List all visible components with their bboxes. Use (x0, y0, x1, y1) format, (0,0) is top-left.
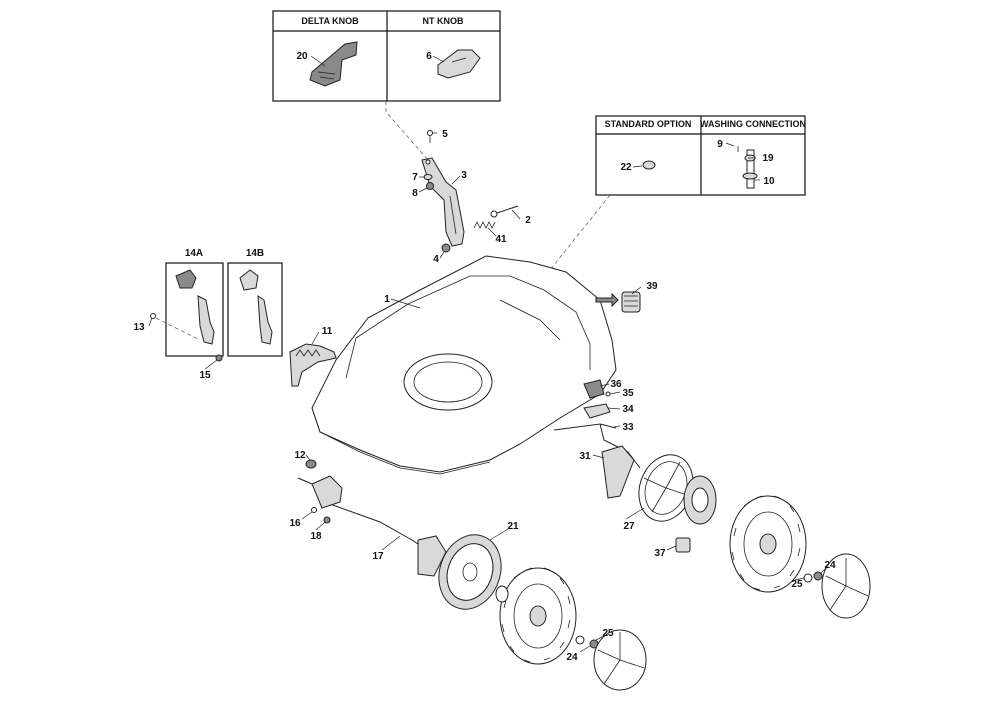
leader-lines (148, 55, 827, 653)
label-34: 34 (622, 404, 634, 415)
label-31: 31 (579, 451, 591, 462)
mulch-plug-part (595, 291, 641, 313)
knob-options-box: DELTA KNOB NT KNOB (272, 10, 501, 102)
label-7: 7 (412, 172, 418, 183)
label-36: 36 (610, 379, 622, 390)
label-14a: 14A (185, 248, 203, 259)
mower-deck-part (311, 255, 617, 475)
cap-plug-part (642, 160, 656, 170)
pin-33 (599, 423, 617, 429)
nut-18 (323, 516, 331, 524)
front-wheel-part (495, 567, 577, 665)
label-11: 11 (322, 326, 333, 337)
pinion-37 (675, 537, 691, 553)
screw-16 (311, 507, 317, 513)
screw-13 (150, 313, 156, 319)
label-22: 22 (620, 162, 632, 173)
label-2: 2 (525, 215, 531, 226)
label-4: 4 (433, 254, 439, 265)
knob-leader-dashed (385, 101, 431, 167)
delta-knob-header: DELTA KNOB (301, 16, 359, 26)
label-12: 12 (294, 450, 306, 461)
hubcap-rear-right (821, 553, 871, 619)
label-18: 18 (310, 531, 322, 542)
label-9: 9 (717, 139, 723, 150)
label-19: 19 (762, 153, 774, 164)
washing-connector-part (742, 149, 758, 189)
nt-knob-header: NT KNOB (423, 16, 464, 26)
washing-connection-header: WASHING CONNECTION (700, 119, 806, 129)
part-labels: 20 6 5 3 7 8 4 2 41 1 39 14A 14B 13 15 1… (133, 51, 836, 663)
bolt-2 (490, 205, 519, 218)
handle-bracket-part (421, 157, 465, 247)
nut-4 (441, 243, 451, 253)
screw-35 (605, 391, 611, 397)
clip-34 (583, 403, 611, 419)
spring-41 (473, 221, 496, 229)
label-25-front: 25 (602, 628, 614, 639)
front-axle-part (297, 475, 447, 577)
label-16: 16 (289, 518, 301, 529)
label-13: 13 (133, 322, 145, 333)
label-14b: 14B (246, 248, 264, 259)
box-14a (165, 262, 224, 357)
label-24-front: 24 (566, 652, 578, 663)
label-41: 41 (495, 234, 507, 245)
label-25-rear: 25 (791, 579, 803, 590)
washer-25-front (575, 635, 585, 645)
label-37: 37 (654, 548, 666, 559)
washer-7 (423, 174, 433, 180)
label-1: 1 (384, 294, 390, 305)
bracket-36 (583, 379, 605, 399)
nt-knob-part (437, 49, 481, 79)
screw-5 (427, 130, 433, 143)
label-5: 5 (442, 129, 448, 140)
label-27: 27 (623, 521, 635, 532)
label-21: 21 (507, 521, 519, 532)
standard-option-header: STANDARD OPTION (605, 119, 692, 129)
hubcap-front (593, 629, 647, 691)
delta-knob-part (309, 41, 358, 87)
label-3: 3 (461, 170, 467, 181)
label-39: 39 (646, 281, 658, 292)
nut-15 (215, 354, 223, 362)
label-8: 8 (412, 188, 418, 199)
nut-8 (426, 182, 434, 190)
label-17: 17 (372, 551, 384, 562)
label-24-rear: 24 (824, 560, 836, 571)
washing-options-box: STANDARD OPTION WASHING CONNECTION (595, 115, 806, 196)
washer-25-rear (803, 573, 813, 583)
label-6: 6 (426, 51, 432, 62)
label-10: 10 (763, 176, 775, 187)
nut-12 (305, 459, 317, 469)
height-bracket-part (289, 343, 337, 387)
label-15: 15 (199, 370, 211, 381)
label-20: 20 (296, 51, 308, 62)
rear-axle-part (553, 423, 641, 499)
label-35: 35 (622, 388, 634, 399)
rear-wheel-part (729, 495, 807, 593)
front-wheel-disc-part (438, 534, 502, 610)
box-14b (227, 262, 283, 357)
screw-13-dashed (155, 317, 201, 341)
label-33: 33 (622, 422, 634, 433)
gear-ring (683, 475, 717, 525)
